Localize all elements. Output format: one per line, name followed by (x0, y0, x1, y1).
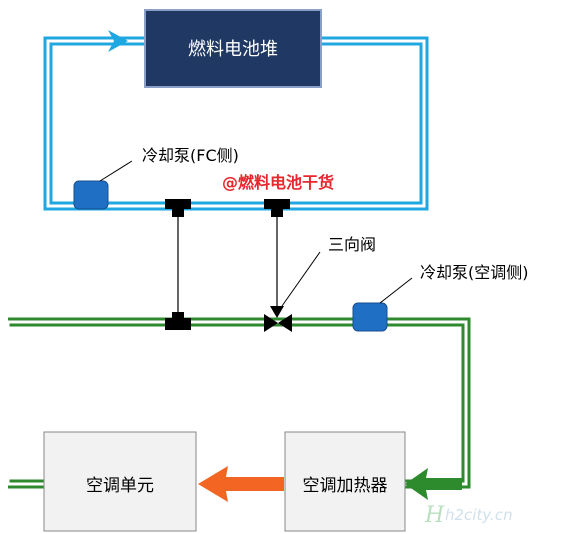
site-logo: h2city.cn H (424, 503, 513, 528)
fc-pump-label: 冷却泵(FC侧) (142, 146, 239, 165)
ac-heater-box: 空调加热器 (284, 431, 406, 532)
ac-flow-arrow (405, 468, 462, 500)
ac-heater-label: 空调加热器 (303, 476, 388, 496)
three-way-valve (264, 251, 321, 332)
logo-text: h2city.cn (445, 506, 513, 524)
ac-pump-label: 冷却泵(空调侧) (420, 263, 529, 282)
valve-label: 三向阀 (328, 235, 376, 254)
watermark-text: @燃料电池干货 (222, 173, 334, 192)
fc-coolant-pump (73, 160, 133, 210)
ac-unit-box: 空调单元 (43, 431, 197, 532)
fuel-cell-stack: 燃料电池堆 (144, 9, 322, 88)
stack-label: 燃料电池堆 (188, 39, 278, 60)
ac-coolant-pump (352, 277, 413, 332)
fc-flow-arrow (108, 30, 128, 52)
tee-junction-right-top (264, 199, 290, 217)
heater-to-unit-arrow (198, 466, 284, 502)
tee-junction-left-bottom (165, 312, 191, 330)
ac-unit-label: 空调单元 (86, 476, 154, 496)
tee-junction-left-top (165, 199, 191, 217)
svg-text:H: H (424, 503, 445, 528)
